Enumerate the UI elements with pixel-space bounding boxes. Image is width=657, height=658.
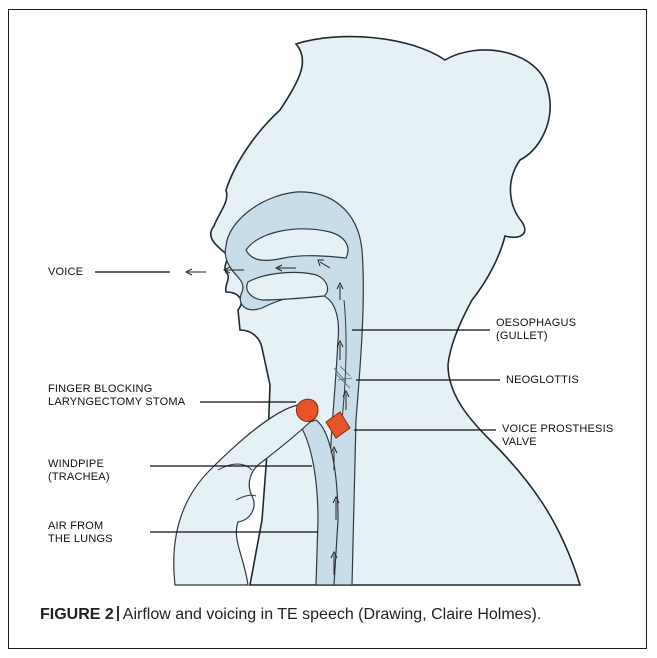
label-neoglottis: NEOGLOTTIS <box>506 374 579 387</box>
label-neoglottis-text: NEOGLOTTIS <box>506 374 579 387</box>
label-oesophagus-line1: OESOPHAGUS <box>496 317 576 330</box>
stoma-seal <box>296 399 318 421</box>
label-oesophagus: OESOPHAGUS (GULLET) <box>496 317 576 343</box>
label-windpipe: WINDPIPE (TRACHEA) <box>48 458 110 484</box>
label-air-line1: AIR FROM <box>48 520 113 533</box>
label-finger-line1: FINGER BLOCKING <box>48 383 185 396</box>
figure-caption: FIGURE 2 Airflow and voicing in TE speech… <box>40 606 541 624</box>
label-prosthesis-line2: VALVE <box>502 436 613 449</box>
label-prosthesis-line1: VOICE PROSTHESIS <box>502 423 613 436</box>
head-silhouette <box>211 37 580 585</box>
caption-separator <box>117 606 119 621</box>
caption-text: Airflow and voicing in TE speech (Drawin… <box>123 606 542 623</box>
label-finger-stoma: FINGER BLOCKING LARYNGECTOMY STOMA <box>48 383 185 409</box>
label-finger-line2: LARYNGECTOMY STOMA <box>48 396 185 409</box>
label-voice-prosthesis: VOICE PROSTHESIS VALVE <box>502 423 613 449</box>
figure-number: FIGURE 2 <box>40 606 114 623</box>
label-air-lungs: AIR FROM THE LUNGS <box>48 520 113 546</box>
label-voice-text: VOICE <box>48 266 83 279</box>
label-oesophagus-line2: (GULLET) <box>496 330 576 343</box>
label-voice: VOICE <box>48 266 83 279</box>
label-air-line2: THE LUNGS <box>48 533 113 546</box>
label-windpipe-line2: (TRACHEA) <box>48 471 110 484</box>
label-windpipe-line1: WINDPIPE <box>48 458 110 471</box>
